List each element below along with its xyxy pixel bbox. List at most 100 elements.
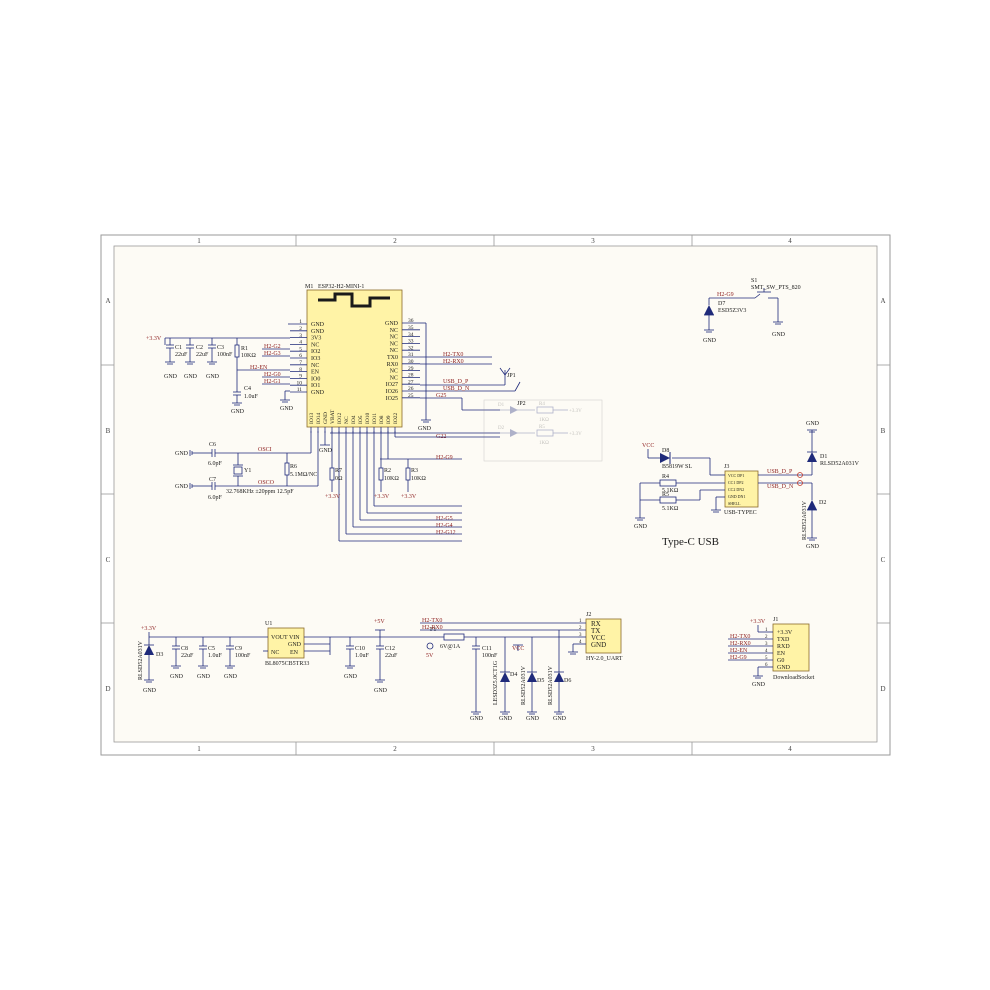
c2-val: 22uF bbox=[196, 352, 209, 358]
gnd-c4: GND bbox=[231, 409, 245, 415]
j2-pin-gnd: GND bbox=[591, 641, 606, 649]
usb-title: Type-C USB bbox=[662, 536, 719, 548]
gnd-c3: GND bbox=[206, 374, 220, 380]
net-vcc-usb: VCC bbox=[642, 443, 654, 449]
d3-ref: D3 bbox=[156, 652, 163, 658]
module-left-pin-name: IO0 bbox=[311, 376, 320, 382]
d4-part: LESD3Z5.0CT1G bbox=[493, 660, 499, 705]
net-h2-g0: H2-G0 bbox=[264, 372, 281, 378]
j1-pin-en: EN bbox=[777, 651, 786, 657]
module-right-pins: 36GND35NC34NC33NC32NC31TX030RX029NC28NC2… bbox=[385, 318, 420, 402]
net-5v: +5V bbox=[374, 619, 385, 625]
led-block: D1 D2 R4 1KΩ R5 1KΩ +3.3V +3.3V bbox=[483, 399, 603, 462]
module-bottom-pin-name: IO5 bbox=[358, 415, 364, 424]
gnd-j1: GND bbox=[752, 682, 766, 688]
net-h2-tx0-j1: H2-TX0 bbox=[730, 634, 750, 640]
gnd-usb-bottom: GND bbox=[806, 544, 820, 550]
gnd-c2: GND bbox=[184, 374, 198, 380]
gnd-d7: GND bbox=[703, 338, 717, 344]
module-right-pin-num: 28 bbox=[408, 373, 414, 379]
module-right-pin-name: IO27 bbox=[386, 382, 398, 388]
led-r2-val: 1KΩ bbox=[539, 441, 549, 446]
c5-ref: C5 bbox=[208, 646, 215, 652]
c10-val: 1.0uF bbox=[355, 653, 370, 659]
j2-body bbox=[585, 618, 622, 654]
gnd-d5: GND bbox=[526, 716, 540, 722]
gnd-c5: GND bbox=[197, 674, 211, 680]
d1-usb-part: RLSD52A031V bbox=[820, 461, 860, 467]
u1-body bbox=[267, 627, 305, 659]
module-name: ESP32-H2-MINI-1 bbox=[318, 284, 364, 290]
module-left-pin-name: IO1 bbox=[311, 383, 320, 389]
module-bottom-pin-name: IO9 bbox=[386, 415, 392, 424]
row-label-right-b: B bbox=[881, 427, 886, 435]
led-r2: R5 bbox=[539, 425, 545, 430]
u1-pin-d: NC bbox=[271, 650, 279, 656]
j1-pin-num-4: 4 bbox=[765, 649, 768, 654]
c10-ref: C10 bbox=[355, 646, 365, 652]
d1-usb-ref: D1 bbox=[820, 454, 827, 460]
net-h2-g9-j1: H2-G9 bbox=[730, 655, 747, 661]
d3-part: RLSD52A031V bbox=[138, 640, 144, 680]
led-3v3-b: +3.3V bbox=[569, 432, 582, 437]
net-osci: OSCI bbox=[258, 447, 272, 453]
module-right-pin-num: 26 bbox=[408, 386, 414, 392]
net-3v3-pwr: +3.3V bbox=[141, 626, 157, 632]
gnd-c9: GND bbox=[224, 674, 238, 680]
row-label-left-c: C bbox=[106, 556, 111, 564]
module-bottom-wiring bbox=[189, 431, 500, 542]
gnd-c11: GND bbox=[470, 716, 484, 722]
module-right-pin-name: RX0 bbox=[387, 362, 398, 368]
power-decoupling bbox=[164, 323, 290, 406]
gnd-xtal-b: GND bbox=[175, 484, 189, 490]
module-right-pin-num: 33 bbox=[408, 339, 414, 345]
r3-ref: R3 bbox=[411, 468, 418, 474]
module-left-pin-num: 9 bbox=[299, 374, 302, 380]
gnd-d3: GND bbox=[143, 688, 157, 694]
j1-pin-num-6: 6 bbox=[765, 663, 768, 668]
j2-pin-num-4: 4 bbox=[579, 640, 582, 645]
module-bottom-pin-name: IO4 bbox=[351, 415, 357, 424]
net-3v3-j1: +3.3V bbox=[750, 619, 766, 625]
r2-val: 10KΩ bbox=[384, 476, 399, 482]
net-h2-tx0: H2-TX0 bbox=[443, 352, 463, 358]
antenna-trace bbox=[318, 292, 390, 308]
net-h2-g3: H2-G3 bbox=[264, 351, 281, 357]
net-usb-dn: USB_D_N bbox=[443, 386, 470, 392]
j3-part: USB-TYPEC bbox=[724, 510, 757, 516]
d7-part: ESD5Z3V3 bbox=[718, 308, 746, 314]
col-label-bottom-2: 2 bbox=[393, 745, 397, 753]
module-left-pin-num: 7 bbox=[299, 360, 302, 366]
c4-ref: C4 bbox=[244, 386, 251, 392]
d8-ref: D8 bbox=[662, 448, 669, 454]
module-bottom-pin-name: IO8 bbox=[379, 415, 385, 424]
j2-pin-vcc: VCC bbox=[591, 634, 606, 642]
module-right-pin-num: 30 bbox=[408, 359, 414, 365]
usb-pin-name: CC2 DN2 bbox=[728, 487, 744, 492]
module-left-pin-num: 5 bbox=[299, 346, 302, 352]
y1-val: 32.768KHz ±20ppm 12.5pF bbox=[226, 489, 294, 495]
module-right-pin-num: 25 bbox=[408, 393, 414, 399]
j2-pin-rx: RX bbox=[591, 620, 601, 628]
module-right-pin-num: 34 bbox=[408, 332, 414, 338]
col-label-bottom-1: 1 bbox=[197, 745, 201, 753]
module-right-pin-name: NC bbox=[390, 348, 398, 354]
gnd-mod-right: GND bbox=[418, 426, 432, 432]
row-label-right-a: A bbox=[880, 297, 885, 305]
j2-pin-num-2: 2 bbox=[579, 626, 582, 631]
module-bottom-pin-name: IO22 bbox=[393, 412, 399, 424]
jp1-label: JP1 bbox=[507, 373, 516, 379]
j2-pin-num-1: 1 bbox=[579, 619, 582, 624]
d5-part: RLSD52A031V bbox=[521, 665, 527, 705]
usb-pin-name: GND DN1 bbox=[728, 494, 745, 499]
module-left-pin-num: 10 bbox=[297, 380, 303, 386]
r2-ref: R2 bbox=[384, 468, 391, 474]
r4-usb-ref: R4 bbox=[662, 474, 669, 480]
c9-ref: C9 bbox=[235, 646, 242, 652]
net-h2-g2: H2-G2 bbox=[264, 344, 281, 350]
gnd-d4: GND bbox=[499, 716, 513, 722]
row-label-left-b: B bbox=[106, 427, 111, 435]
u1-ref: U1 bbox=[265, 621, 272, 627]
